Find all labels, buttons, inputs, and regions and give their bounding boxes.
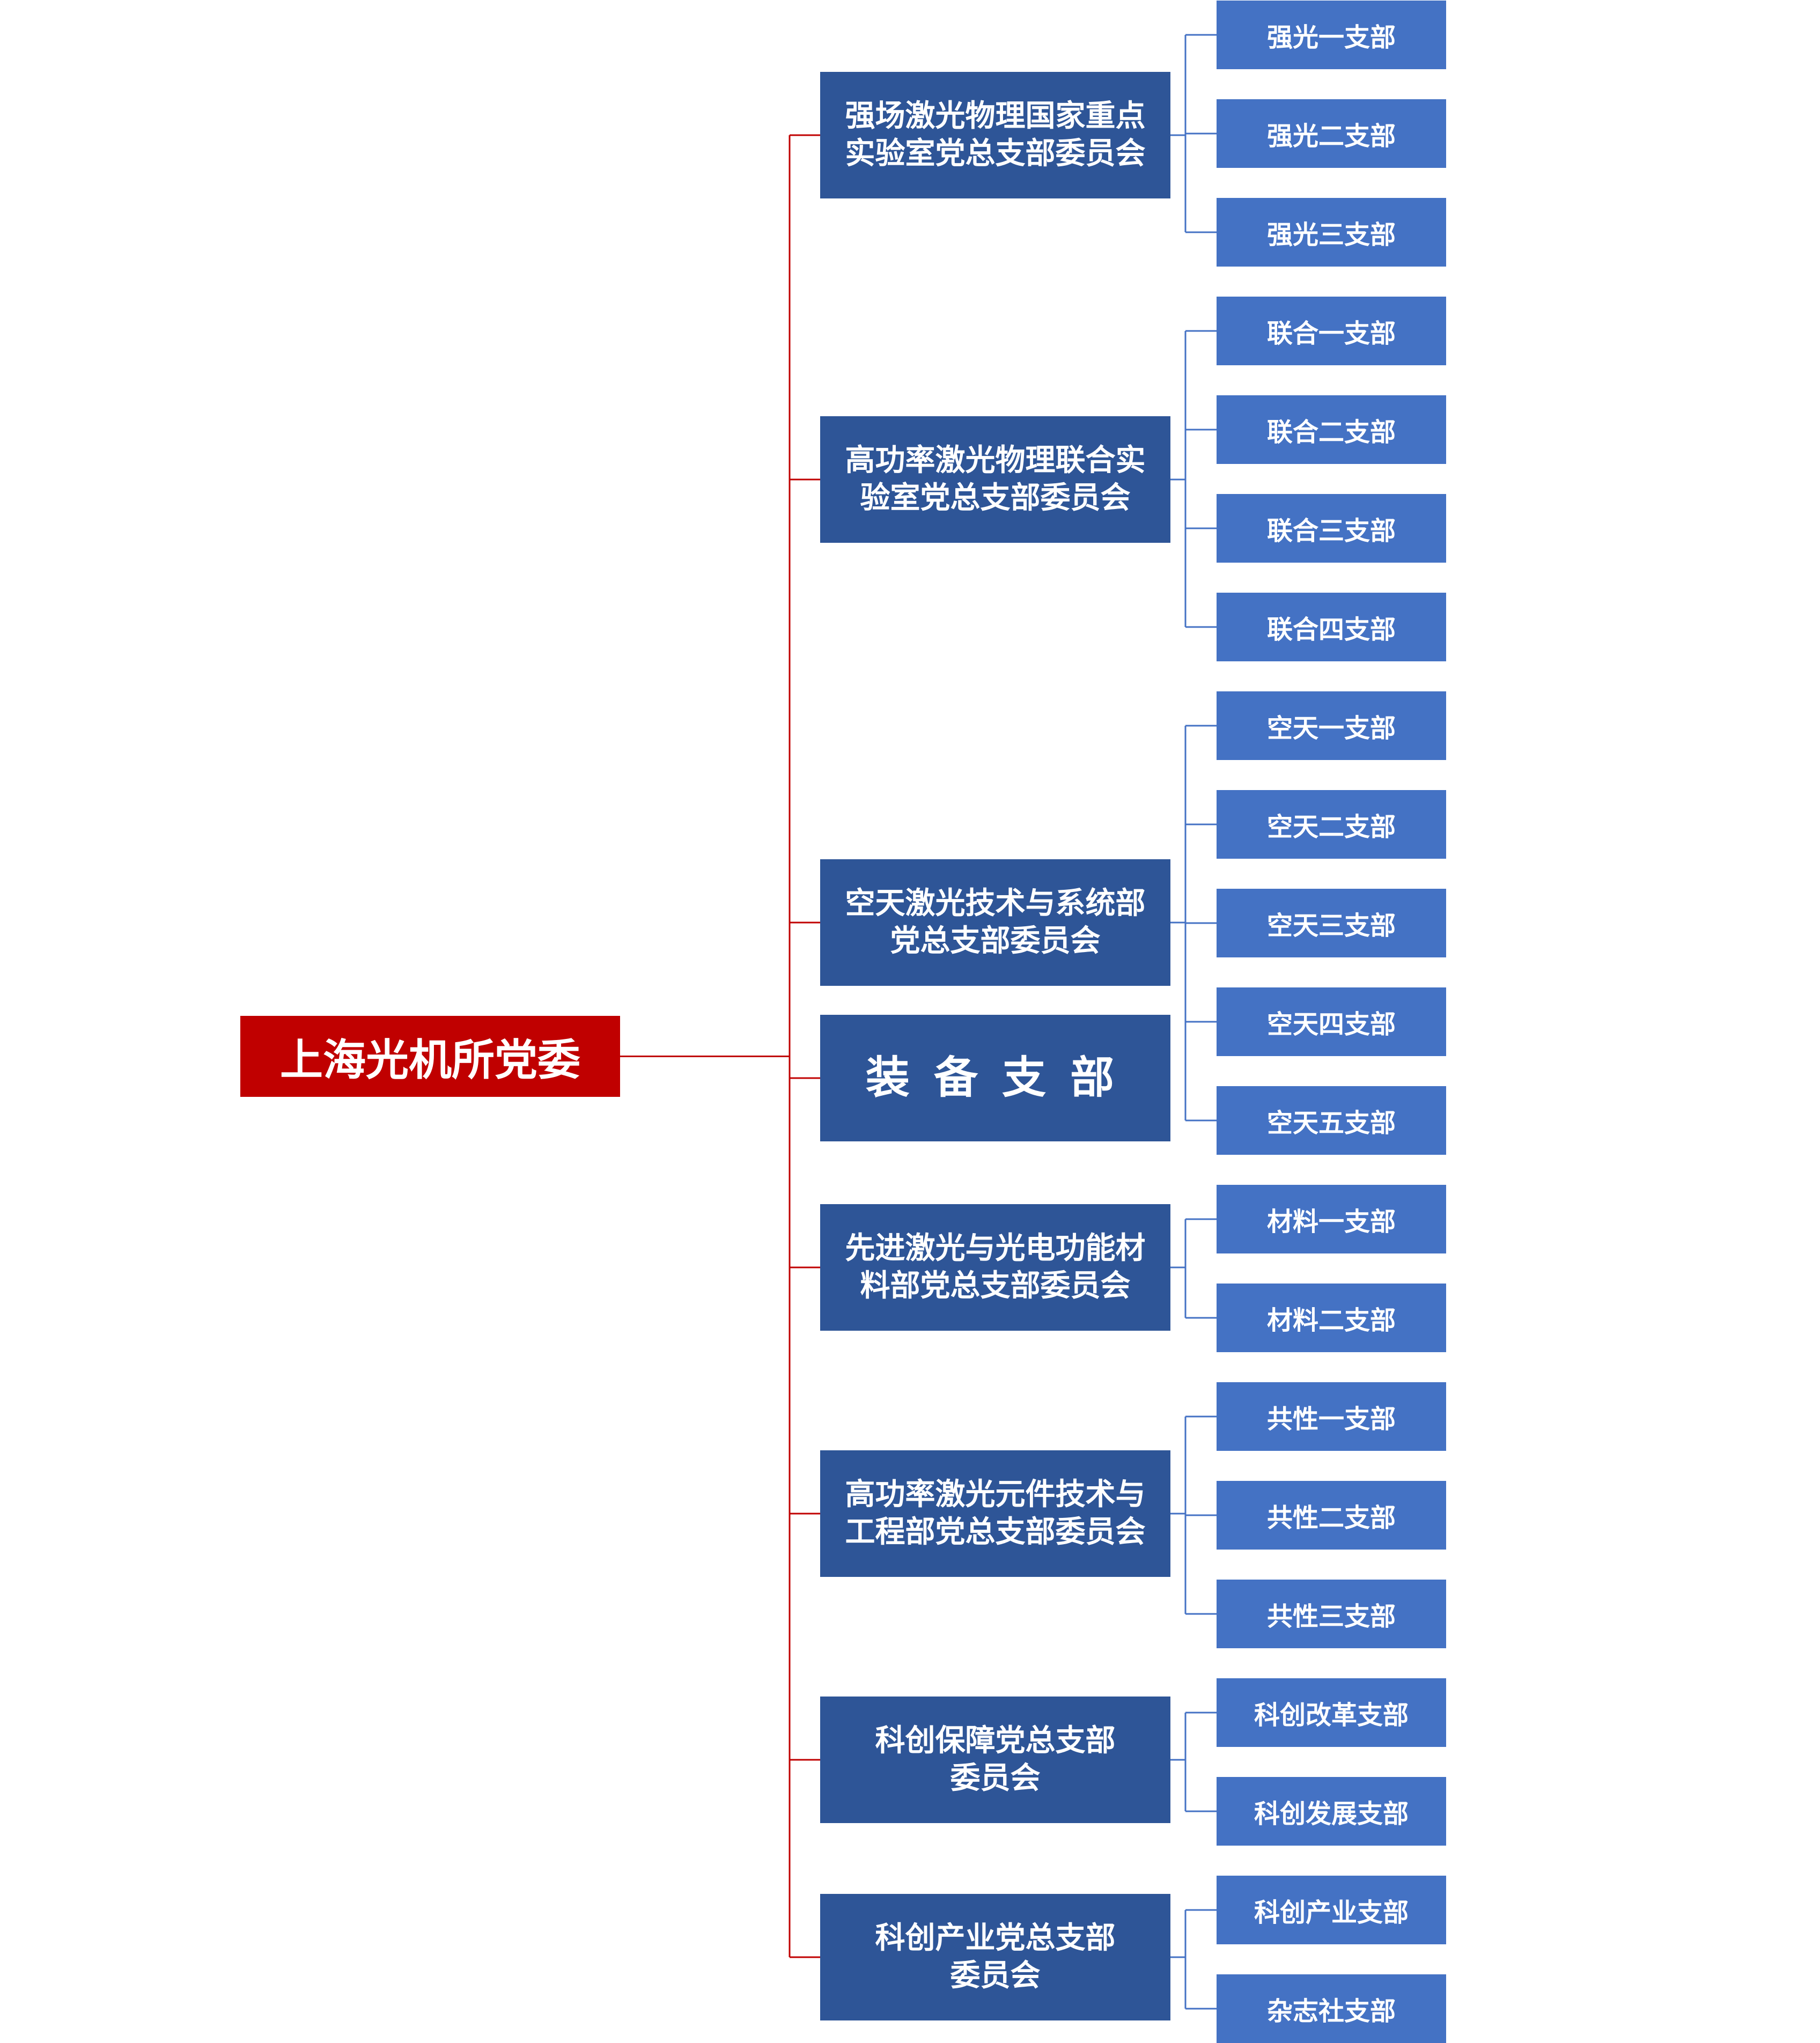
branch-node: 空天二支部 [1217, 790, 1446, 859]
committee-node: 空天激光技术与系统部党总支部委员会 [820, 859, 1170, 986]
branch-node: 科创发展支部 [1217, 1777, 1446, 1846]
committee-label: 先进激光与光电功能材 [845, 1231, 1146, 1266]
branch-node: 材料二支部 [1217, 1284, 1446, 1352]
committee-label: 委员会 [950, 1958, 1041, 1993]
committee-label: 料部党总支部委员会 [860, 1268, 1131, 1303]
committee-label: 强场激光物理国家重点 [845, 99, 1146, 134]
committee-node: 高功率激光元件技术与工程部党总支部委员会 [820, 1450, 1170, 1577]
committee-node: 强场激光物理国家重点实验室党总支部委员会 [820, 72, 1170, 198]
branch-node: 共性三支部 [1217, 1580, 1446, 1648]
branch-node: 杂志社支部 [1217, 1974, 1446, 2043]
branch-node: 共性二支部 [1217, 1481, 1446, 1550]
branch-node: 共性一支部 [1217, 1382, 1446, 1451]
branch-node: 强光二支部 [1217, 99, 1446, 168]
committee-label: 验室党总支部委员会 [860, 481, 1131, 515]
root-node: 上海光机所党委 [240, 1016, 620, 1097]
branch-node: 空天三支部 [1217, 889, 1446, 957]
branch-node: 材料一支部 [1217, 1185, 1446, 1253]
committee-label: 高功率激光元件技术与 [845, 1477, 1146, 1512]
branch-node: 联合三支部 [1217, 494, 1446, 563]
branch-node: 空天四支部 [1217, 987, 1446, 1056]
branch-node: 联合四支部 [1217, 593, 1446, 661]
committee-label: 实验室党总支部委员会 [845, 136, 1146, 171]
committee-label: 科创产业党总支部 [875, 1921, 1116, 1956]
committee-node: 装备支部 [820, 1015, 1170, 1141]
committee-label: 委员会 [950, 1761, 1041, 1796]
branch-node: 科创产业支部 [1217, 1876, 1446, 1944]
branch-node: 空天一支部 [1217, 691, 1446, 760]
committee-node: 先进激光与光电功能材料部党总支部委员会 [820, 1204, 1170, 1331]
branch-node: 联合一支部 [1217, 297, 1446, 365]
branch-node: 强光三支部 [1217, 198, 1446, 267]
committee-label: 高功率激光物理联合实 [845, 443, 1146, 478]
branch-node: 联合二支部 [1217, 395, 1446, 464]
branch-node: 空天五支部 [1217, 1086, 1446, 1155]
committee-label: 装备支部 [865, 1052, 1139, 1103]
branch-node: 强光一支部 [1217, 1, 1446, 69]
committee-node: 高功率激光物理联合实验室党总支部委员会 [820, 416, 1170, 543]
committee-label: 工程部党总支部委员会 [845, 1515, 1146, 1550]
committee-label: 空天激光技术与系统部 [845, 886, 1146, 921]
committee-node: 科创保障党总支部委员会 [820, 1697, 1170, 1823]
committee-label: 科创保障党总支部 [875, 1723, 1116, 1758]
branch-node: 科创改革支部 [1217, 1678, 1446, 1747]
committee-label: 党总支部委员会 [890, 924, 1101, 958]
committee-node: 科创产业党总支部委员会 [820, 1894, 1170, 2020]
